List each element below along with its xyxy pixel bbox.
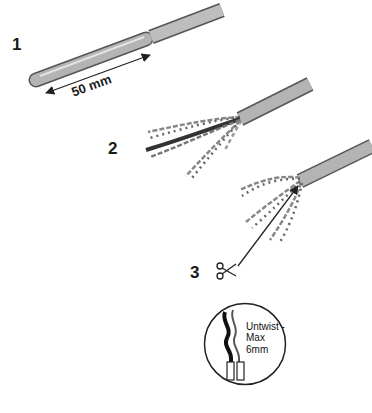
cable-step-2 [146,84,310,178]
cable-step-3 [240,146,372,242]
detail-circle: Untwist - Max 6mm [203,302,287,386]
step-number: 1 [12,36,21,53]
cable-step-1 [36,10,222,80]
cut-arrow [238,186,298,266]
step-number: 2 [108,140,117,157]
detail-note: Untwist - Max 6mm [246,321,286,356]
scissors-icon [217,263,236,279]
dimension-label: 50 mm [70,72,113,98]
detail-outline [203,302,287,386]
step-number: 3 [190,264,199,281]
